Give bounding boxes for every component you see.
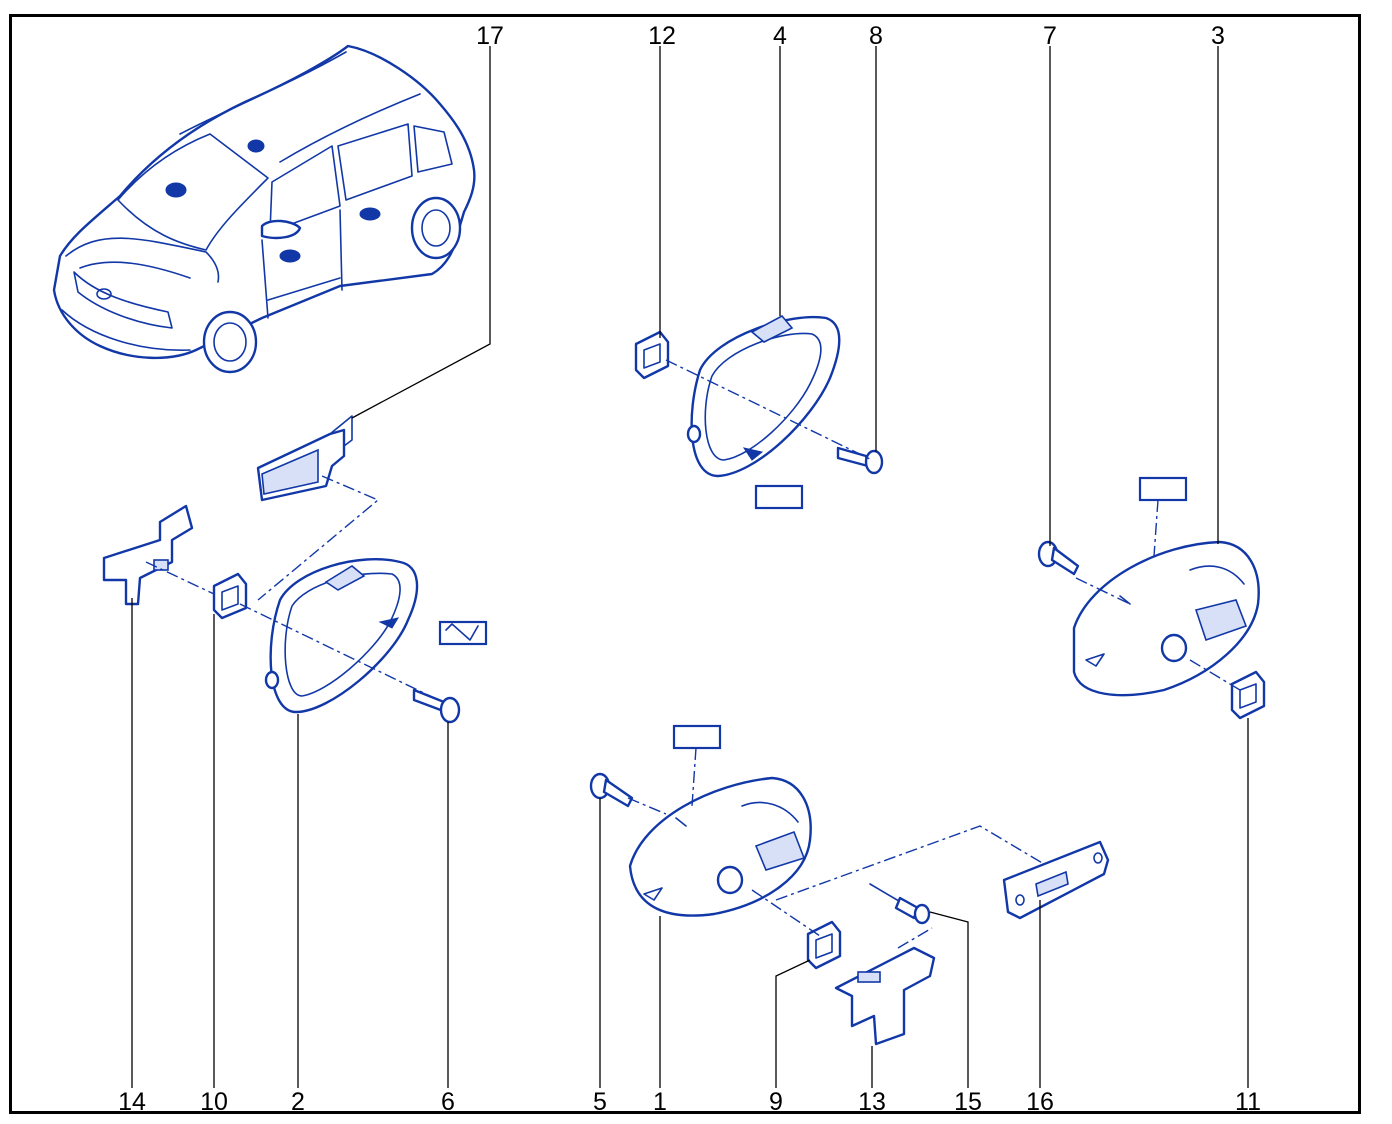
part-1-handle-housing <box>628 776 812 917</box>
part-2-door-handle <box>264 558 419 714</box>
part-8-screw <box>836 446 884 475</box>
part-10-clip <box>212 572 248 620</box>
label-17: 17 <box>476 22 504 50</box>
part-15-rivet <box>869 883 931 925</box>
label-9: 9 <box>769 1088 783 1116</box>
part-17-retainer <box>256 415 353 502</box>
label-2: 2 <box>291 1088 305 1116</box>
alignment-lines <box>145 359 1241 949</box>
label-5: 5 <box>593 1088 607 1116</box>
part-16-trim-plate <box>1002 840 1110 920</box>
grease-marker-icon <box>1138 476 1188 502</box>
grease-marker-icon <box>754 484 804 510</box>
car-overview-illustration <box>52 44 476 374</box>
grease-marker-icon <box>672 724 722 750</box>
label-12: 12 <box>648 22 676 50</box>
part-5-screw <box>589 772 634 808</box>
label-1: 1 <box>653 1088 667 1116</box>
part-7-screw <box>1037 540 1080 576</box>
label-7: 7 <box>1043 22 1057 50</box>
label-10: 10 <box>200 1088 228 1116</box>
part-9-clip <box>806 920 842 970</box>
label-16: 16 <box>1026 1088 1054 1116</box>
part-11-clip <box>1230 670 1266 720</box>
label-14: 14 <box>118 1088 146 1116</box>
part-number-labels: 17 12 4 8 7 3 14 10 2 6 5 1 9 13 15 16 1… <box>118 22 1261 1116</box>
label-6: 6 <box>441 1088 455 1116</box>
part-3-handle-housing <box>1072 540 1260 697</box>
label-15: 15 <box>954 1088 982 1116</box>
part-13-bracket <box>834 946 936 1046</box>
part-12-clip <box>634 330 670 380</box>
label-11: 11 <box>1235 1088 1261 1116</box>
label-13: 13 <box>858 1088 886 1116</box>
leader-lines <box>131 46 1249 1088</box>
label-8: 8 <box>869 22 883 50</box>
label-3: 3 <box>1211 22 1225 50</box>
part-4-door-handle <box>686 314 841 478</box>
part-14-bracket <box>102 504 194 606</box>
label-4: 4 <box>773 22 787 50</box>
part-6-screw <box>412 688 461 724</box>
grease-marker-icon <box>378 617 488 646</box>
